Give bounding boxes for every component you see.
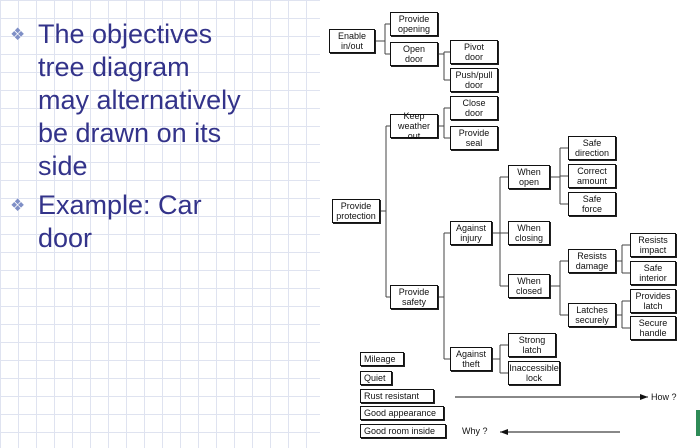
node-provide-opening: Provide opening (390, 12, 438, 36)
diamond-bullet-icon: ❖ (10, 196, 26, 215)
how-axis-label: How ? (651, 392, 677, 402)
diamond-bullet-icon: ❖ (10, 25, 26, 44)
node-latches-securely: Latches securely (568, 303, 616, 327)
node-keep-weather-out: Keep weather out (390, 111, 438, 141)
bullet-text: The objectives tree diagram may alternat… (38, 19, 241, 181)
node-provide-protection: Provide protection (332, 199, 380, 223)
criterion-good-appearance: Good appearance (360, 406, 444, 420)
node-when-closing: When closing (508, 221, 550, 245)
node-push-pull-door: Push/pull door (450, 68, 498, 92)
node-correct-amount: Correct amount (568, 164, 616, 188)
why-axis-label: Why ? (462, 426, 488, 436)
node-safe-force: Safe force (568, 192, 616, 216)
node-against-theft: Against theft (450, 347, 492, 371)
criterion-quiet: Quiet (360, 371, 392, 385)
node-provides-latch: Provides latch (630, 289, 676, 313)
bullet-item-objectives: ❖ The objectives tree diagram may altern… (8, 18, 308, 183)
criterion-good-room-inside: Good room inside (360, 424, 446, 438)
bullet-text: Example: Car door (38, 190, 202, 253)
tree-connectors (375, 23, 648, 435)
node-secure-handle: Secure handle (630, 316, 676, 340)
node-safe-direction: Safe direction (568, 136, 616, 160)
node-when-closed: When closed (508, 274, 550, 298)
node-against-injury: Against injury (450, 221, 492, 245)
bullet-list: ❖ The objectives tree diagram may altern… (8, 18, 308, 261)
node-when-open: When open (508, 165, 550, 189)
objectives-tree-diagram: Enable in/out Provide opening Open door … (320, 0, 700, 448)
edge-accent-mark (696, 410, 700, 436)
node-provide-seal: Provide seal (450, 126, 498, 150)
node-enable-in-out: Enable in/out (329, 29, 375, 53)
node-close-door: Close door (450, 96, 498, 120)
node-strong-latch: Strong latch (508, 333, 556, 357)
node-open-door: Open door (390, 42, 438, 66)
bullet-item-example: ❖ Example: Car door (8, 189, 308, 255)
node-safe-interior: Safe interior (630, 261, 676, 285)
node-resists-impact: Resists impact (630, 233, 676, 257)
node-resists-damage: Resists damage (568, 249, 616, 273)
node-inaccessible-lock: Inaccessible lock (508, 361, 560, 385)
criterion-mileage: Mileage (360, 352, 404, 366)
criterion-rust-resistant: Rust resistant (360, 389, 434, 403)
node-provide-safety: Provide safety (390, 285, 438, 309)
node-pivot-door: Pivot door (450, 40, 498, 64)
